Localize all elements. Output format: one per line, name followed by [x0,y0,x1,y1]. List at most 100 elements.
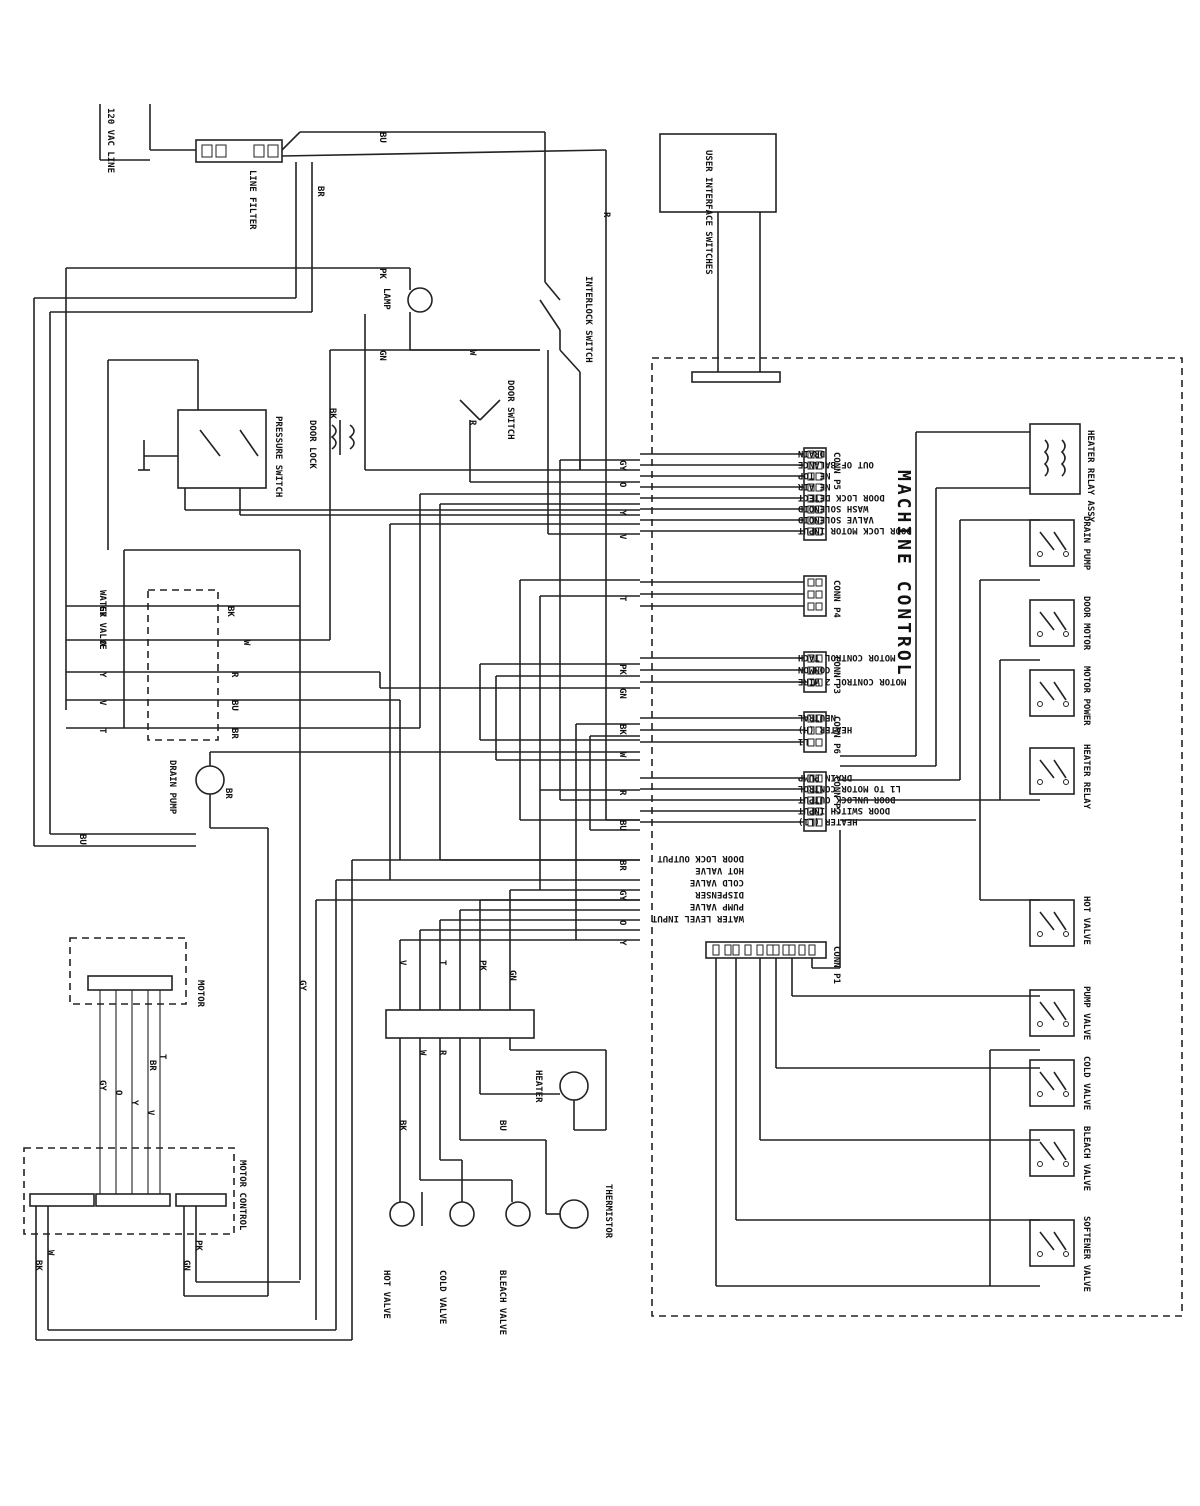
pin-label-p1-1: HOT VALVE [695,865,744,875]
wire-tag-22: PK [617,664,627,675]
wire-tag-6: O [97,640,107,646]
connector-p1 [705,941,827,959]
pin-label-p1-3: DISPENSER [695,889,744,899]
wire-tag-11: GN [377,350,387,361]
wire-tag-49: W [45,1250,55,1256]
interlock-label: INTERLOCK SWITCH [583,276,593,363]
heater-relay-assy [1029,423,1081,495]
motor-connector [87,975,173,991]
motor-outline [69,937,187,1005]
relay-6 [1029,1059,1075,1107]
drain-pump-label: DRAIN PUMP [167,760,177,815]
heater-symbol [559,1071,589,1101]
pin-label-p3-2: MOTOR CONTROL 2 WIRE [798,676,906,686]
wire-tag-35: GN [507,970,517,981]
wire-tag-1: W [241,640,251,646]
line-in-label: 120 VAC LINE [105,108,115,173]
wire-tag-29: GY [617,890,627,901]
relay-label-0: DRAIN PUMP [1081,516,1091,571]
wire-tag-9: T [97,728,107,734]
door-switch-label: DOOR SWITCH [505,380,515,440]
bleach-valve-label: BLEACH VALVE [497,1270,507,1335]
bleach-valve-symbol [505,1201,531,1227]
motor-control-label: MOTOR CONTROL [237,1160,247,1231]
relay-4 [1029,899,1075,947]
wire-tag-53: GY [297,980,307,991]
wire-tag-39: BU [497,1120,507,1131]
relay-label-1: DOOR MOTOR [1081,596,1091,651]
relay-label-8: SOFTENER VALVE [1081,1216,1091,1292]
relay-1 [1029,599,1075,647]
conn-label-p6: CONN P6 [831,716,841,754]
relay-label-4: HOT VALVE [1081,896,1091,945]
relay-label-2: MOTOR POWER [1081,666,1091,726]
pressure-switch-label: PRESSURE SWITCH [273,416,283,497]
pin-label-p5-3: NE AIR [797,481,830,491]
wire-tag-32: V [397,960,407,966]
harness-connector [385,1009,535,1039]
pin-label-p5-4: DOOR LOCK DETECT [797,492,884,502]
relay-2 [1029,669,1075,717]
wire-tag-48: BK [33,1260,43,1271]
wire-tag-12: BK [327,408,337,419]
relay-0 [1029,519,1075,567]
pin-label-p3-0: MOTOR CONTROL TACH [798,652,896,662]
wire-tag-42: O [113,1090,123,1096]
wire-tag-16: BR [315,186,325,197]
pin-label-p6-1: HEATER (H) [798,724,852,734]
user-switches-label: USER INTERFACE SWITCHES [703,150,713,275]
wire-tag-44: V [145,1110,155,1116]
machine-control-outline [651,357,1183,1317]
wire-tag-50: R [601,212,611,218]
wire-tag-36: BK [397,1120,407,1131]
wire-tag-41: GY [97,1080,107,1091]
pin-label-p5-6: VALVE SOLENOID [797,514,873,524]
wire-tag-52: BR [223,788,233,799]
wire-tag-46: PK [193,1240,203,1251]
motor-label: MOTOR [195,980,205,1008]
relay-3 [1029,747,1075,795]
conn-label-p4: CONN P4 [831,580,841,619]
pressure-switch-box [177,409,267,489]
cold-valve-symbol [449,1201,475,1227]
wire-tag-38: R [437,1050,447,1056]
thermistor-label: THERMISTOR [603,1184,613,1239]
wire-tag-30: O [617,920,627,926]
conn-label-p1: CONN P1 [831,946,841,984]
wire-tag-3: BU [229,700,239,711]
hot-valve-label: HOT VALVE [381,1270,391,1319]
relay-8 [1029,1219,1075,1267]
wire-tag-43: Y [129,1100,139,1106]
pin-label-p2-4: HEATER (L1) [798,816,858,826]
wire-tag-34: PK [477,960,487,971]
pin-label-p5-2: NE TOP [797,470,830,480]
wire-tag-28: BR [617,860,627,871]
pin-label-p2-2: DOOR UNLOCK OUTPUT [797,794,895,804]
wire-tag-20: V [617,534,627,540]
conn-label-p5: CONN P5 [831,452,841,490]
wire-tag-14: R [467,420,477,426]
lamp-symbol [407,287,433,313]
pin-label-p6-0: NEUTRAL [797,712,836,722]
heater-relay-assy-label: HEATER RELAY ASSY [1085,430,1095,523]
wire-tag-5: GY [97,606,107,617]
relay-label-7: BLEACH VALVE [1081,1126,1091,1191]
lamp-label: LAMP [381,288,391,310]
water-valve-block [147,589,219,741]
pin-label-p1-0: DOOR LOCK OUTPUT [657,853,744,863]
machine-control-title: MACHINE CONTROL [893,470,914,678]
wire-tag-26: R [617,790,627,796]
water-valve-label: WATER VALVE [97,590,107,650]
pin-label-p2-3: DOOR SWITCH INPUT [797,805,890,815]
relay-label-3: HEATER RELAY [1081,744,1091,810]
wire-tag-24: BK [617,724,627,735]
pin-label-p2-0: DRAIN PUMP [797,772,852,782]
wire-tag-23: GN [617,688,627,699]
wire-tag-33: T [437,960,447,966]
relay-5 [1029,989,1075,1037]
wire-tag-51: BU [77,834,87,845]
wire-tag-18: O [617,482,627,488]
wire-tag-4: BR [229,728,239,739]
